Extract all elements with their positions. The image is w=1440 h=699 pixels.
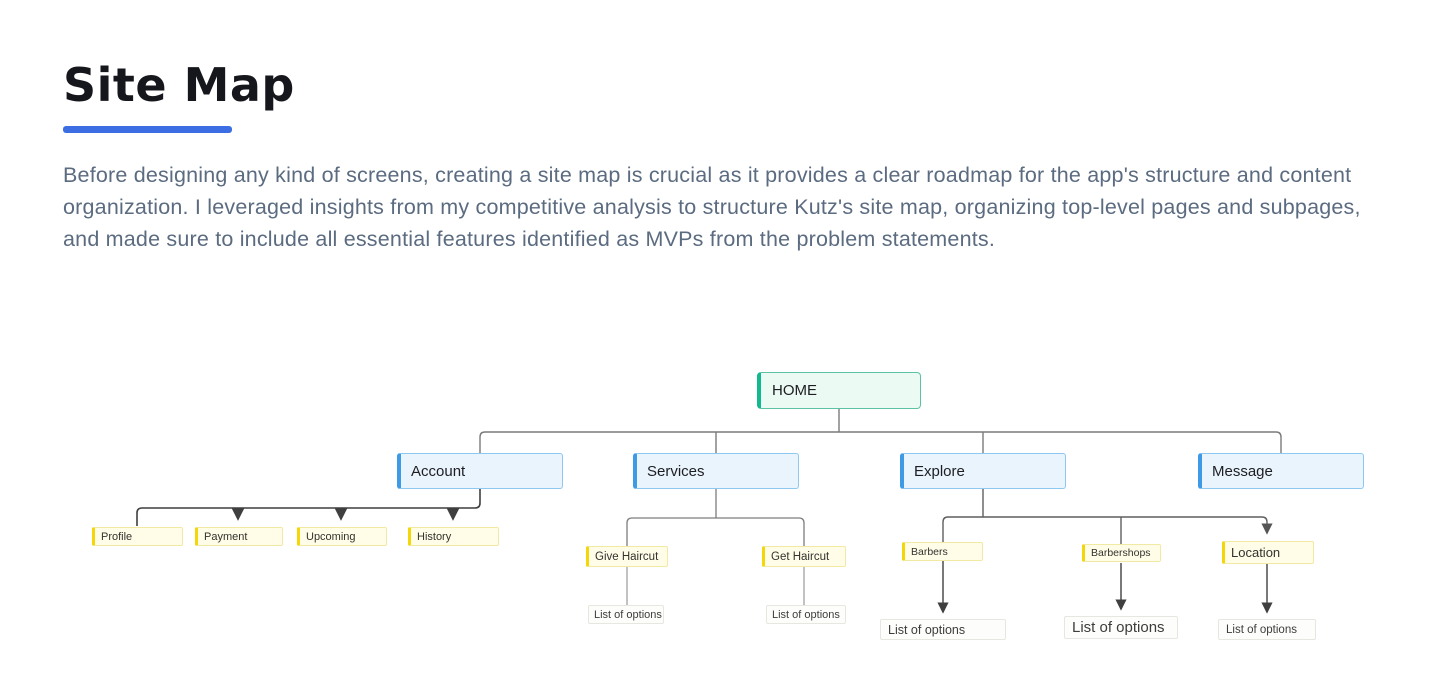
node-barbers: Barbers	[902, 542, 983, 561]
node-services: Services	[633, 453, 799, 489]
connector-home-children	[479, 409, 1282, 453]
connector-account-children	[136, 489, 481, 526]
node-upcoming: Upcoming	[297, 527, 387, 546]
node-payment: Payment	[195, 527, 283, 546]
node-barbershops: Barbershops	[1082, 544, 1161, 562]
node-get-haircut: Get Haircut	[762, 546, 846, 567]
connector-explore-children	[942, 489, 1273, 544]
node-message: Message	[1198, 453, 1364, 489]
node-list-of-options-barbers: List of options	[880, 619, 1006, 640]
node-list-of-options-get: List of options	[766, 605, 846, 624]
title-underline	[63, 126, 232, 133]
connector-services-children	[626, 489, 805, 546]
node-explore: Explore	[900, 453, 1066, 489]
node-list-of-options-barbershops: List of options	[1064, 616, 1178, 639]
page-description: Before designing any kind of screens, cr…	[63, 163, 1361, 251]
node-history: History	[408, 527, 499, 546]
connector-explore-lists	[937, 561, 1273, 614]
node-home: HOME	[757, 372, 921, 409]
node-profile: Profile	[92, 527, 183, 546]
node-location: Location	[1222, 541, 1314, 564]
page-title: Site Map	[63, 58, 295, 112]
connector-services-lists	[626, 567, 805, 605]
node-list-of-options-location: List of options	[1218, 619, 1316, 640]
node-list-of-options-give: List of options	[588, 605, 664, 624]
node-account: Account	[397, 453, 563, 489]
node-give-haircut: Give Haircut	[586, 546, 668, 567]
